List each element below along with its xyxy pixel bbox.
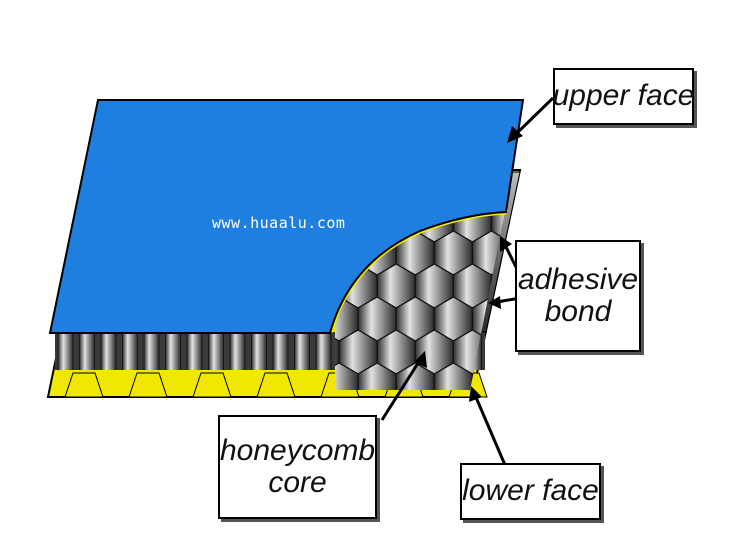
adhesive-bond-label-line2: bond	[544, 295, 612, 328]
honeycomb-cell-wall	[79, 331, 95, 370]
honeycomb-hex-cell	[433, 362, 473, 390]
honeycomb-cell-base	[64, 372, 104, 398]
honeycomb-cell-wall	[100, 331, 117, 370]
honeycomb-cell-base	[128, 372, 168, 398]
honeycomb-cell-wall	[208, 331, 224, 370]
honeycomb-cell-wall	[165, 331, 181, 370]
honeycomb-cell-wall	[272, 331, 289, 370]
honeycomb-cell-wall	[294, 331, 310, 370]
honeycomb-core-label-line1: honeycomb	[219, 433, 376, 467]
honeycomb-hex-cell	[606, 396, 644, 440]
honeycomb-hex-cell	[549, 363, 587, 407]
honeycomb-cell-wall	[57, 331, 74, 370]
honeycomb-cell-base	[256, 372, 296, 398]
honeycomb-hex-cell	[625, 363, 663, 407]
adhesive-bond-label: adhesive bond	[515, 240, 641, 352]
honeycomb-hex-cell	[511, 363, 549, 407]
upper-face-label-text: upper face	[552, 79, 695, 113]
honeycomb-cell-wall	[315, 331, 332, 370]
honeycomb-hex-cell	[625, 429, 663, 473]
adhesive-bond-label-line1: adhesive	[517, 262, 639, 296]
honeycomb-core-label-line2: core	[268, 466, 327, 499]
honeycomb-hex-cell	[568, 396, 606, 440]
callout-arrowheads	[414, 126, 523, 402]
honeycomb-cell-wall	[122, 331, 138, 370]
honeycomb-hex-cell	[568, 198, 606, 242]
honeycomb-hex-cell	[492, 396, 530, 440]
honeycomb-hex-cell	[415, 396, 453, 440]
honeycomb-hex-cell	[395, 362, 435, 390]
honeycomb-cell-wall	[143, 331, 160, 370]
honeycomb-hex-cell	[530, 396, 568, 440]
lower-face-label: lower face	[460, 463, 601, 520]
honeycomb-hex-cell	[587, 363, 625, 407]
honeycomb-hex-cell	[335, 362, 359, 390]
honeycomb-hex-cell	[357, 362, 397, 390]
honeycomb-hex-cell	[530, 198, 568, 242]
callout-leaders	[380, 96, 555, 466]
honeycomb-hex-cell	[606, 198, 644, 242]
lower-face-label-text: lower face	[462, 474, 599, 508]
honeycomb-cell-wall	[186, 331, 203, 370]
honeycomb-cell-wall	[251, 331, 267, 370]
watermark-text: www.huaalu.com	[212, 214, 346, 232]
honeycomb-hex-cell	[396, 429, 434, 473]
upper-face-label: upper face	[553, 68, 694, 125]
upper-face-sheet	[48, 99, 525, 334]
honeycomb-core-label: honeycomb core	[218, 415, 377, 519]
honeycomb-cell-wall	[229, 331, 246, 370]
honeycomb-cell-base	[192, 372, 232, 398]
